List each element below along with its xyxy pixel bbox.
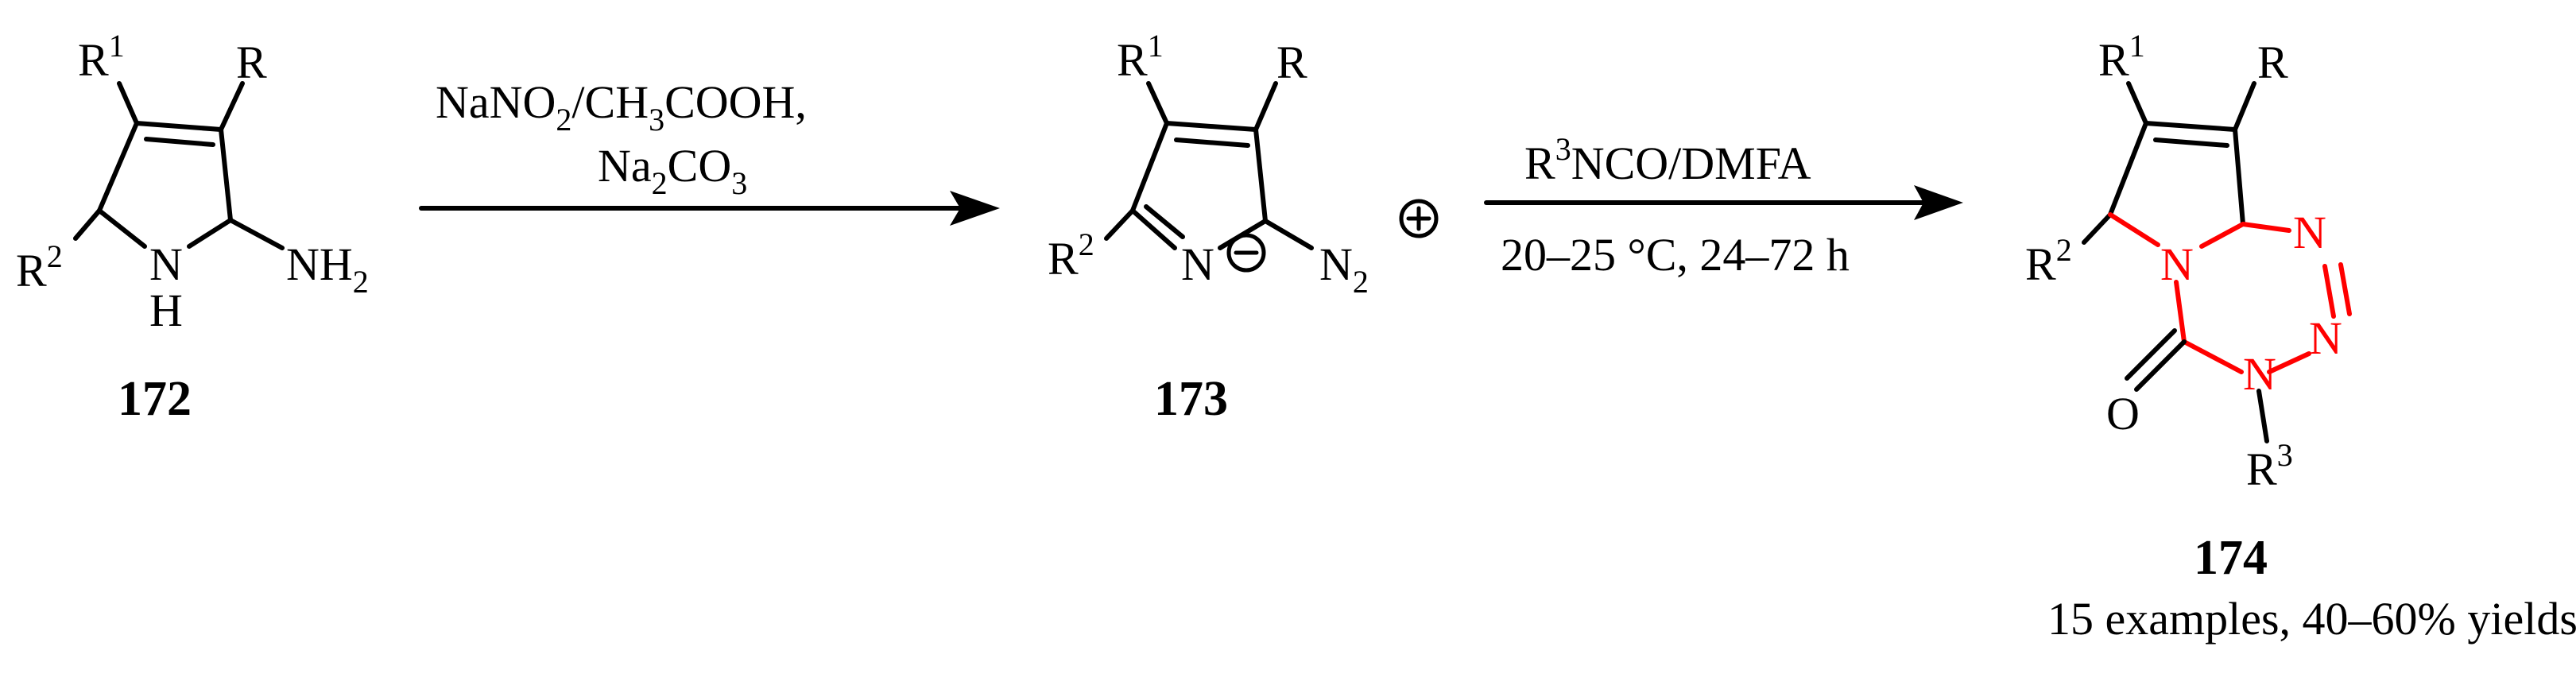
compound-172-structure: R1 R R2 N H NH2 172 — [16, 28, 369, 426]
compound-number-173: 173 — [1154, 372, 1228, 426]
arrow1-reagents-line1: NaNO2/CH3COOH, — [436, 76, 807, 137]
compound-174-structure: R1 R R2 N N N N O R3 174 15 examples, 40… — [2025, 28, 2576, 645]
compound-173-structure: R1 R R2 N N2 173 — [1048, 28, 1439, 426]
tetrazine-n3-174: N — [2243, 348, 2276, 400]
r1-label-174: R1 — [2098, 28, 2145, 86]
bridgehead-nitrogen-174: N — [2160, 238, 2194, 290]
tetrazine-n2-174: N — [2309, 312, 2342, 364]
compound-number-172: 172 — [118, 372, 192, 426]
reaction-arrow-2: R3NCO/DMFA 20–25 °C, 24–72 h — [1484, 131, 1963, 281]
r1-label-173: R1 — [1117, 28, 1164, 86]
compound-number-174: 174 — [2194, 531, 2268, 585]
r2-label-173: R2 — [1048, 226, 1094, 285]
r2-label-174: R2 — [2025, 232, 2072, 290]
r-label-173: R — [1276, 37, 1307, 88]
r-label-172: R — [236, 37, 267, 88]
arrow1-reagents-line2: Na2CO3 — [598, 140, 747, 201]
ring-nitrogen-173: N — [1181, 238, 1214, 290]
diazo-label-173: N2 — [1319, 238, 1369, 300]
arrow2-reagents-line1: R3NCO/DMFA — [1524, 131, 1811, 189]
yield-note: 15 examples, 40–60% yields — [2047, 593, 2576, 645]
tetrazine-n1-174: N — [2293, 207, 2326, 258]
nh-hydrogen-172: H — [149, 285, 183, 336]
r-label-174: R — [2257, 37, 2288, 88]
r1-label-172: R1 — [78, 28, 125, 86]
r2-label-172: R2 — [16, 238, 63, 296]
amino-label-172: NH2 — [286, 238, 369, 300]
minus-charge-icon — [1226, 233, 1266, 273]
r3-label-174: R3 — [2246, 437, 2293, 495]
reaction-arrow-1: NaNO2/CH3COOH, Na2CO3 — [419, 76, 1000, 226]
nh-nitrogen-172: N — [149, 238, 183, 290]
arrow2-conditions-line2: 20–25 °C, 24–72 h — [1501, 229, 1850, 281]
plus-charge-icon — [1399, 199, 1439, 238]
carbonyl-oxygen-174: O — [2106, 388, 2140, 439]
